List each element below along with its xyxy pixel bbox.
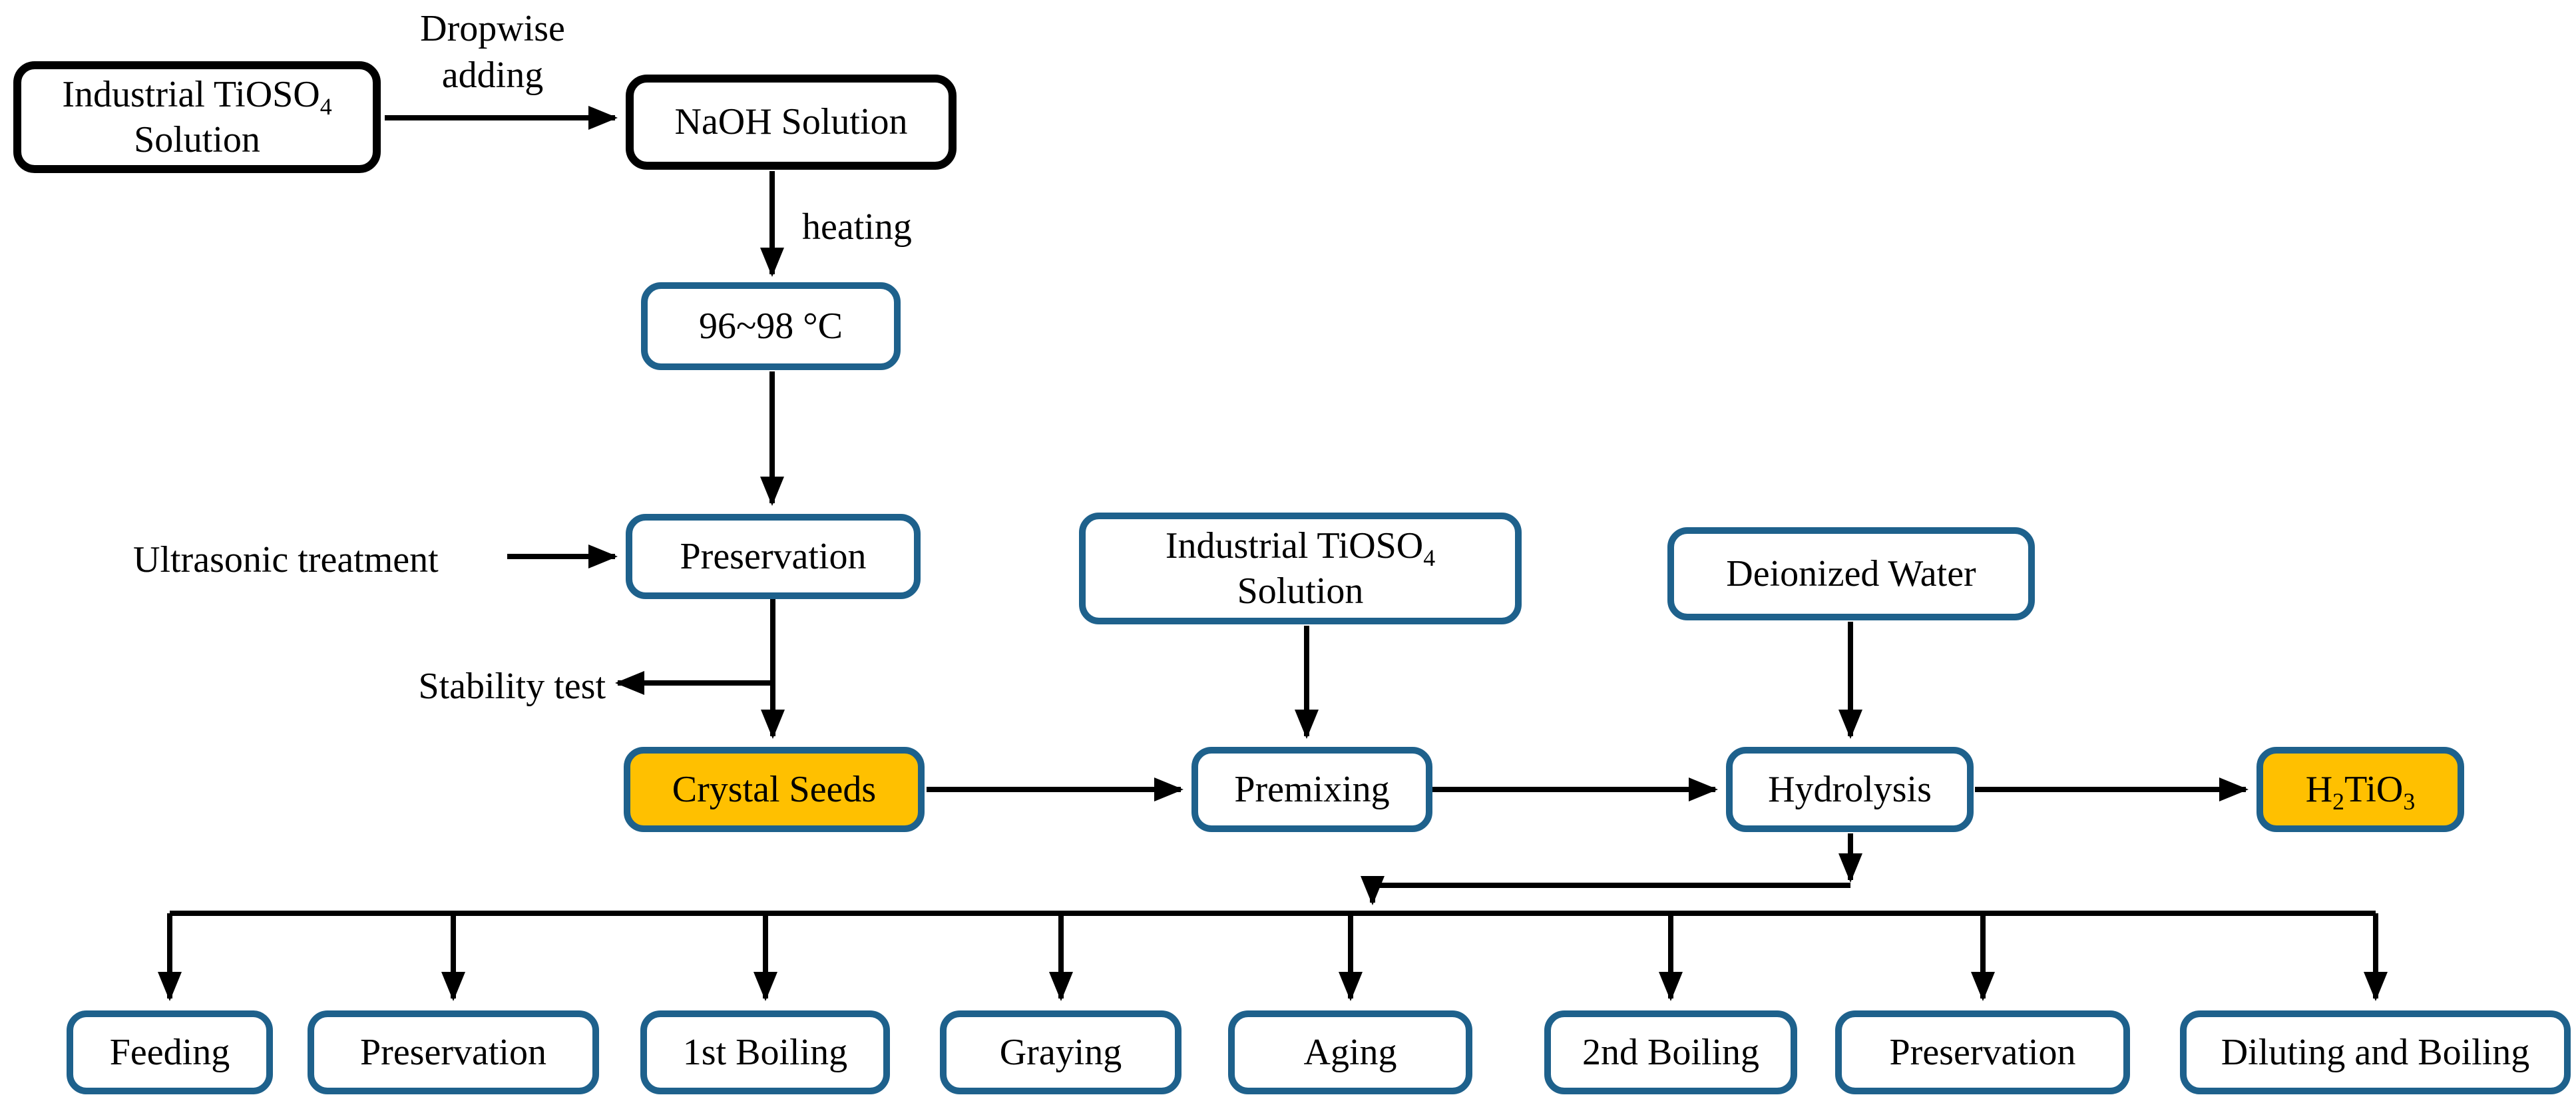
node-preservation-2: Preservation [1835, 1010, 2130, 1094]
node-label: 96~98 °C [698, 305, 843, 347]
edge-label-ultrasonic-treatment: Ultrasonic treatment [133, 539, 439, 580]
node-naoh-solution: NaOH Solution [626, 75, 957, 170]
node-label: Solution [134, 119, 260, 160]
node-label: Preservation [1889, 1031, 2076, 1073]
node-1st-boiling: 1st Boiling [640, 1010, 890, 1094]
node-label: 2nd Boiling [1582, 1031, 1760, 1073]
node-label: Industrial TiOSO4 [62, 73, 332, 120]
edge-label-stability-test: Stability test [418, 666, 606, 707]
node-label: Feeding [109, 1031, 230, 1073]
node-label: Aging [1303, 1031, 1397, 1073]
node-temperature: 96~98 °C [641, 282, 901, 370]
edge-label-dropwise-adding: Dropwise adding [420, 8, 565, 96]
edge-intermediate-connector [1361, 876, 1850, 905]
node-2nd-boiling: 2nd Boiling [1544, 1010, 1797, 1094]
node-label: Hydrolysis [1768, 768, 1932, 810]
node-diluting-and-boiling: Diluting and Boiling [2180, 1010, 2571, 1094]
node-industrial-tioso4-source: Industrial TiOSO4 Solution [13, 61, 381, 173]
node-crystal-seeds: Crystal Seeds [624, 747, 925, 832]
node-preservation-1: Preservation [308, 1010, 599, 1094]
node-label: NaOH Solution [674, 101, 908, 143]
node-aging: Aging [1228, 1010, 1472, 1094]
node-deionized-water: Deionized Water [1667, 527, 2035, 620]
node-h2tio3: H2TiO3 [2256, 747, 2464, 832]
node-label: 1st Boiling [682, 1031, 848, 1073]
node-label: Preservation [680, 535, 867, 577]
node-industrial-tioso4-mid: Industrial TiOSO4 Solution [1079, 513, 1522, 624]
node-label: Industrial TiOSO4 [1165, 525, 1436, 571]
node-label: Deionized Water [1726, 552, 1976, 594]
node-label: H2TiO3 [2305, 768, 2416, 815]
node-label: Crystal Seeds [672, 768, 877, 810]
edge-label-heating: heating [802, 206, 912, 248]
node-label: Graying [999, 1031, 1122, 1073]
node-graying: Graying [940, 1010, 1181, 1094]
node-label: Premixing [1234, 768, 1390, 810]
node-preservation-top: Preservation [626, 514, 921, 599]
node-label: Preservation [360, 1031, 546, 1073]
node-label: Diluting and Boiling [2221, 1031, 2530, 1073]
node-premixing: Premixing [1191, 747, 1432, 832]
node-hydrolysis: Hydrolysis [1726, 747, 1974, 832]
node-label: Solution [1237, 570, 1364, 612]
node-feeding: Feeding [67, 1010, 273, 1094]
